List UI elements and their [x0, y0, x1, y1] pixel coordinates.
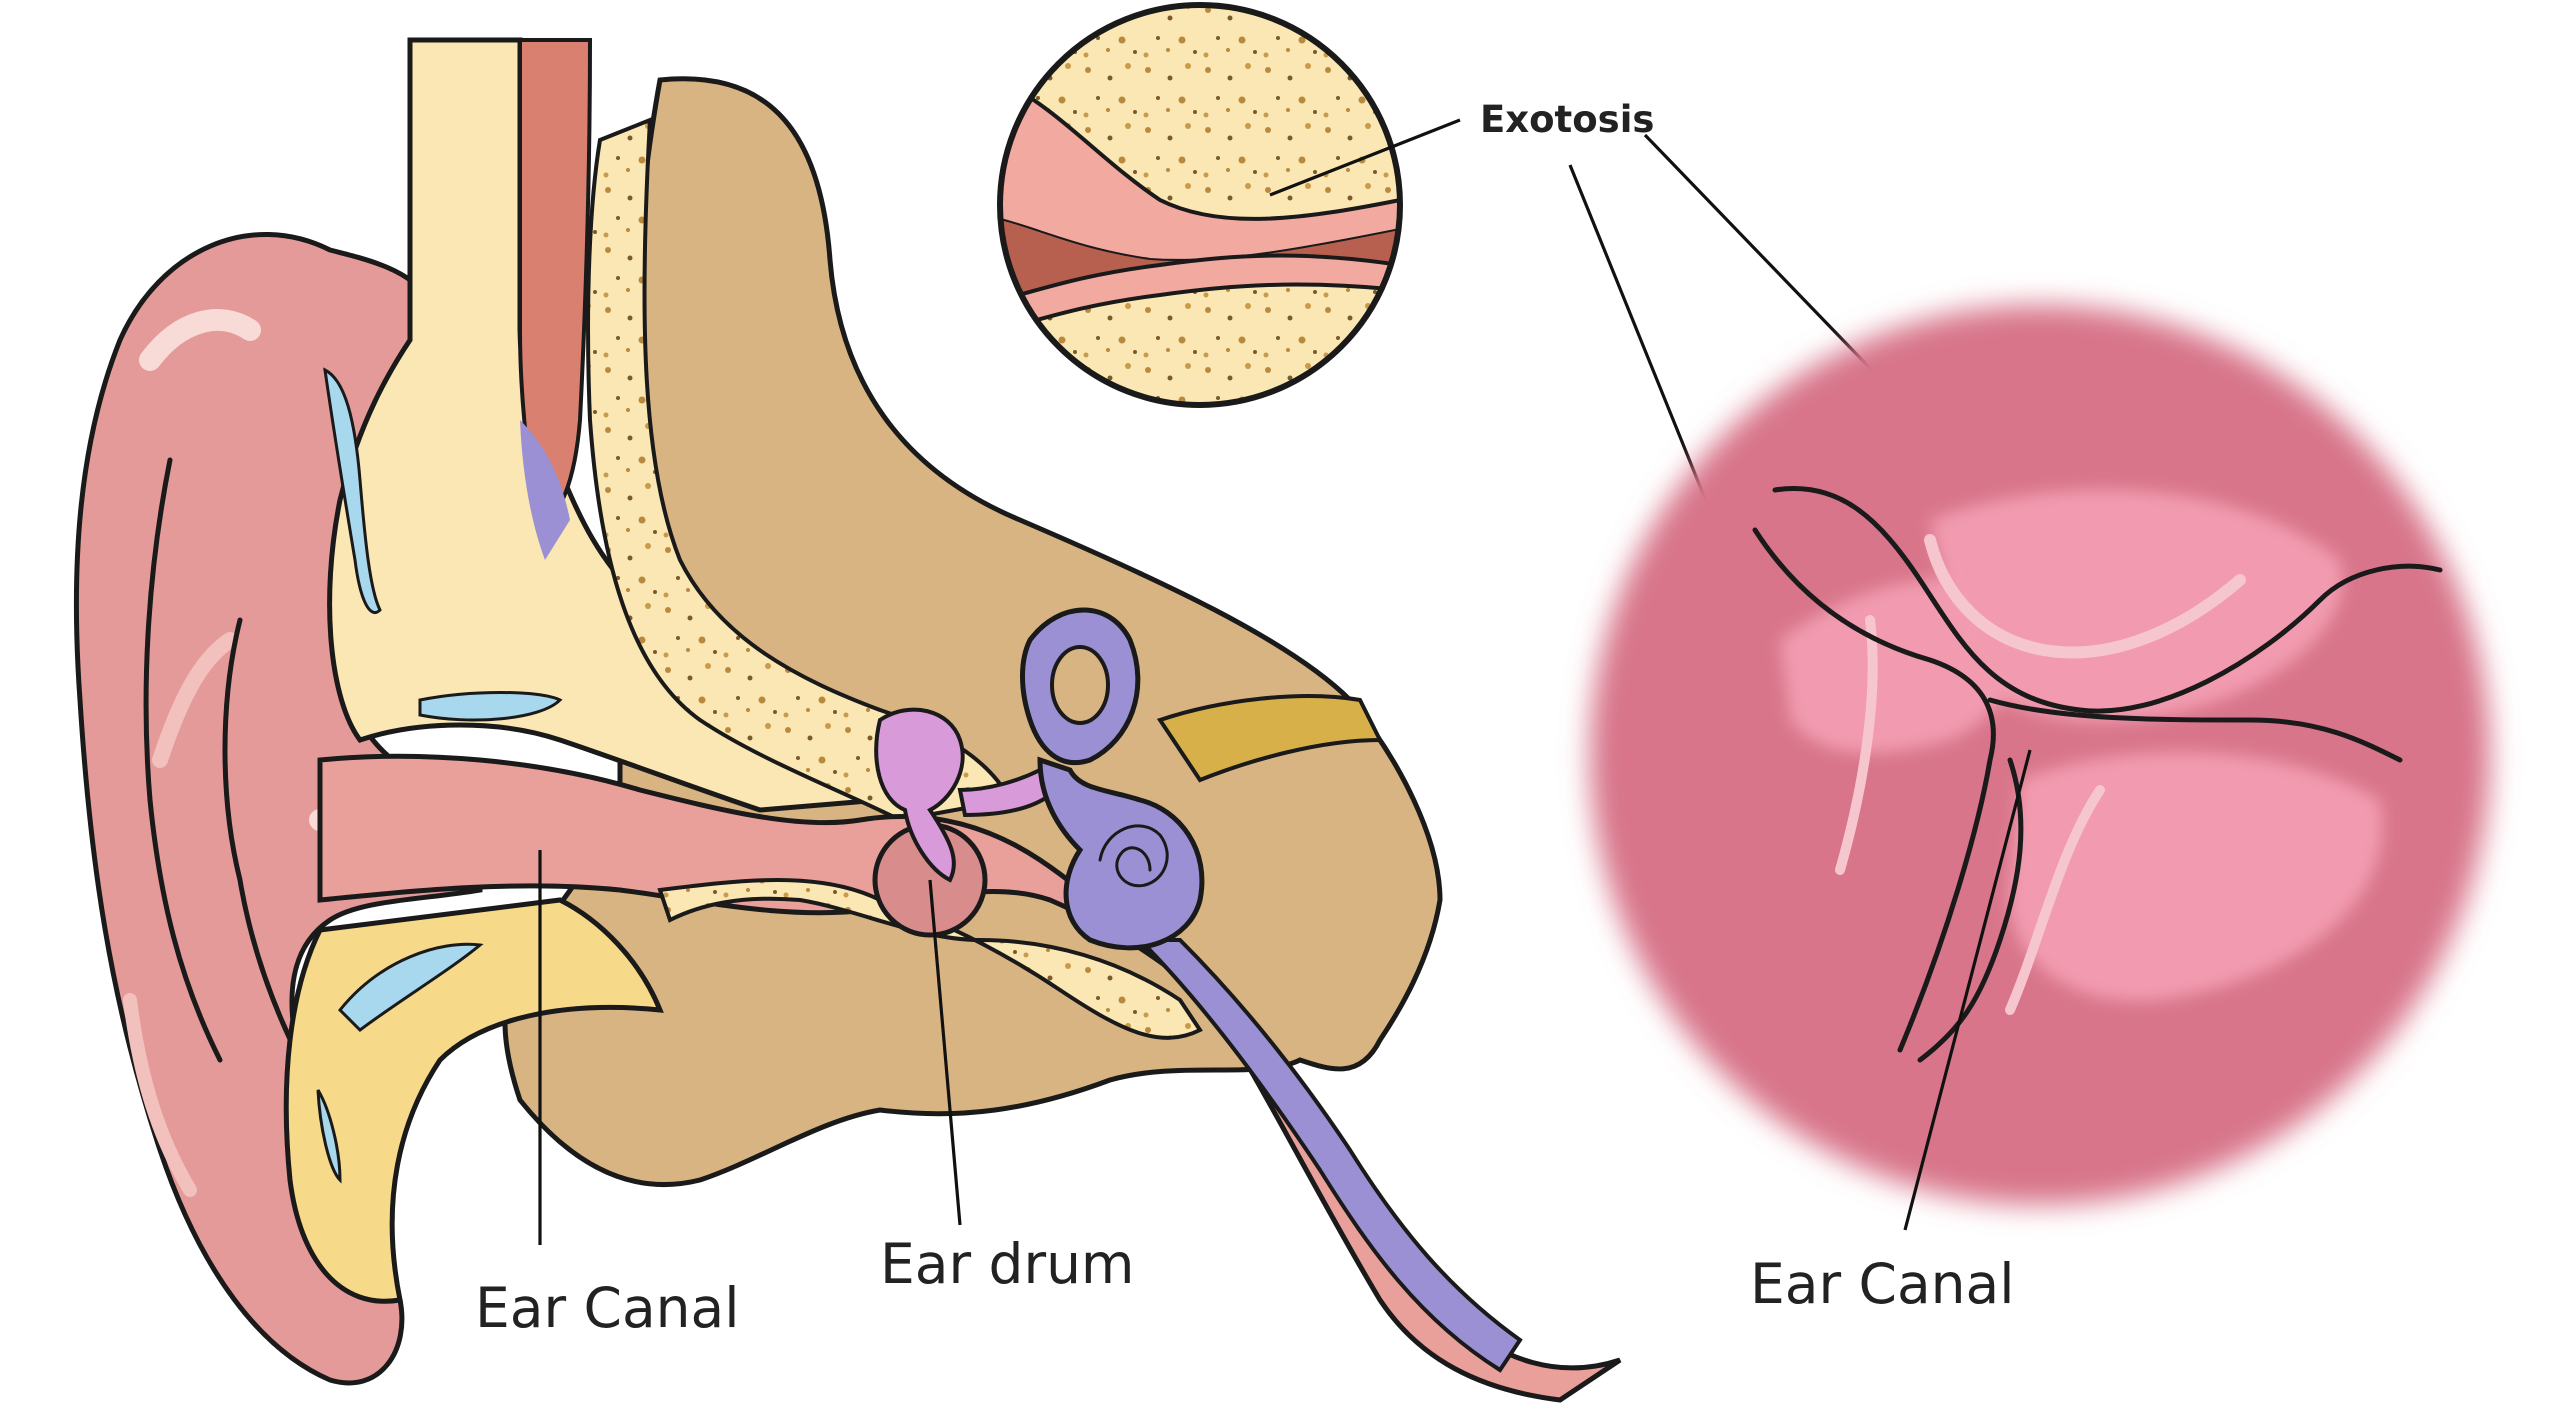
pinna-highlight [139, 309, 261, 371]
helix-fold [143, 457, 223, 1063]
exotosis-nodule [2008, 752, 2383, 1002]
inner-ear [1020, 607, 1205, 951]
exotosis-label: Exotosis [1480, 98, 1654, 141]
exotosis-outline [1917, 757, 2024, 1063]
muscle-strip [518, 38, 593, 523]
muscle-strip-purple [520, 420, 570, 560]
water-pocket [323, 367, 382, 614]
ear-canal-right-label: Ear Canal [1750, 1252, 2015, 1316]
ear-drum-leader [928, 879, 962, 1226]
canal-otoscope-view [1590, 305, 2490, 1205]
ear-cross-section [73, 37, 1622, 1403]
eustachian-tube [1135, 938, 1523, 1373]
ear-canal-left-label: Ear Canal [475, 1276, 740, 1340]
ear-drum-label: Ear drum [880, 1232, 1135, 1296]
antihelix-fold [222, 617, 303, 1063]
water-pocket [337, 942, 484, 1032]
water-pocket [316, 1089, 342, 1184]
bone-strip-lower [657, 878, 1203, 1040]
water-pocket [418, 691, 563, 722]
exotosis-outline [1987, 697, 2403, 763]
ossicles [874, 707, 965, 883]
ear-canal-right-leader [1903, 749, 2032, 1231]
upper-cartilage [327, 37, 884, 813]
auditory-nerve [1156, 694, 1384, 783]
exotosis-inset [997, 2, 1403, 408]
exotosis-outline [1752, 527, 1996, 1053]
exotosis-outline [1772, 486, 2443, 714]
pinna-highlight [123, 993, 197, 1197]
exotosis-inset-leader [1269, 118, 1461, 197]
pinna-highlight [152, 632, 238, 768]
